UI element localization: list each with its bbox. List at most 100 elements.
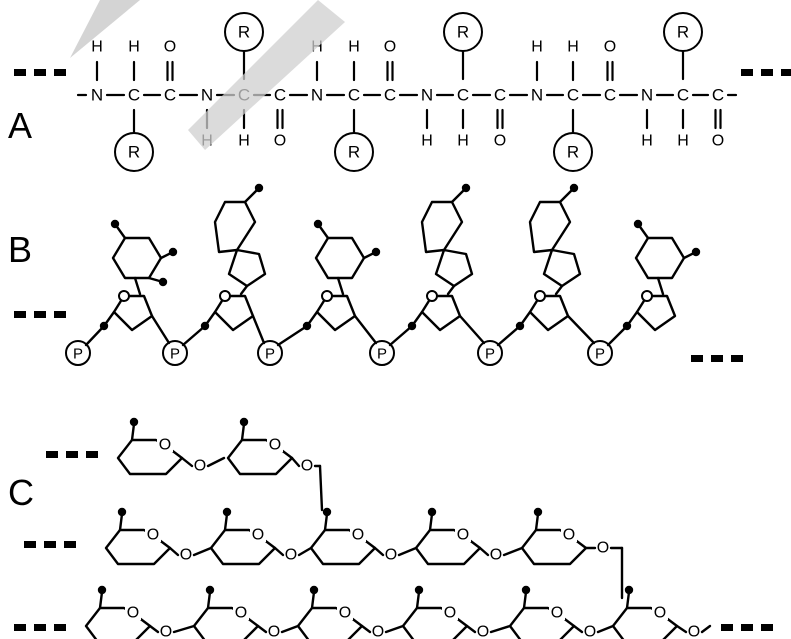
ring-oxygen-gap <box>337 604 353 620</box>
glycosidic-bond <box>168 546 180 557</box>
base-dot <box>691 247 701 257</box>
sugar-ring <box>213 294 255 332</box>
carbon-atom: C <box>348 86 360 105</box>
base-ring-imidazole <box>542 248 582 288</box>
hexose-ring <box>104 528 172 566</box>
ring-oxygen-dot <box>426 290 438 302</box>
base-ring-imidazole <box>434 248 474 288</box>
carbon-atom: C <box>457 86 469 105</box>
glycosidic-bond <box>256 624 268 634</box>
glycosidic-bond <box>206 456 226 468</box>
oxygen-atom: O <box>164 39 176 56</box>
backbone-bond <box>388 324 414 347</box>
phosphate-circle <box>162 340 188 366</box>
hexose-ring <box>209 528 277 566</box>
phosphate-label: P <box>170 346 180 363</box>
glycosidic-bond <box>446 284 456 296</box>
ring-oxygen-atom: O <box>252 527 264 544</box>
oxygen-atom: O <box>604 39 616 56</box>
ring-oxygen-dot <box>219 290 231 302</box>
glycosidic-bond <box>675 624 688 634</box>
backbone-bond <box>625 310 639 328</box>
ring-oxygen-gap <box>250 526 266 542</box>
side-chain-atom: R <box>457 23 469 42</box>
substituent-dot <box>129 417 139 427</box>
hydrogen-atom: H <box>567 39 579 56</box>
ring-oxygen-atom: O <box>444 605 456 622</box>
glycosidic-bond <box>273 546 285 557</box>
backbone-bond <box>410 310 424 328</box>
glycosidic-oxygen: O <box>301 458 313 475</box>
hexose-ring <box>226 438 294 476</box>
chain-continuation-left <box>14 69 66 76</box>
hydrogen-atom: H <box>91 39 103 56</box>
glycosidic-bond <box>360 624 372 634</box>
ring-oxygen-gap <box>549 604 565 620</box>
base-ring-pyrimidine <box>111 236 163 280</box>
ring-oxygen-atom: O <box>563 527 575 544</box>
carbon-atom: C <box>384 86 396 105</box>
oxygen-atom: O <box>494 133 506 150</box>
glycosidic-bond <box>572 624 584 634</box>
base-dot <box>158 277 168 287</box>
carbon-atom: C <box>604 86 616 105</box>
nitrogen-atom: N <box>421 86 433 105</box>
glycosidic-bond <box>239 284 249 296</box>
ring-substituent <box>415 590 421 610</box>
glycosidic-bond <box>502 546 524 557</box>
ring-substituent <box>428 512 434 532</box>
side-chain-atom: R <box>348 143 360 162</box>
ring-substituent <box>522 590 528 610</box>
ring-substituent <box>130 422 136 442</box>
glycosidic-bond <box>700 624 712 634</box>
chain-continuation-row3-left <box>14 624 66 631</box>
base-dot <box>254 183 264 193</box>
glycosidic-bond <box>465 624 477 634</box>
panel-c-label: C <box>8 472 34 513</box>
panel-a-peptide: A NCCNCCNCCNCCNCCNCCHHROHHROHHROHHROHHRO… <box>8 12 791 172</box>
side-chain-circle <box>334 132 374 172</box>
glycosidic-bond <box>297 546 313 557</box>
hydrogen-atom: H <box>457 133 469 150</box>
ring-oxygen-gap <box>267 436 283 452</box>
backbone-bond <box>251 314 266 345</box>
phosphate-circle <box>257 340 283 366</box>
ring-substituent <box>310 590 316 610</box>
ring-oxygen-gap <box>125 604 141 620</box>
backbone-bond <box>518 310 532 328</box>
carbon-atom: C <box>164 86 176 105</box>
hydrogen-atom: H <box>348 39 360 56</box>
hexose-ring <box>414 528 482 566</box>
ring-oxygen-gap <box>652 604 668 620</box>
side-chain-circle <box>114 132 154 172</box>
carbon-atom: C <box>677 86 689 105</box>
ring-substituent <box>625 590 631 610</box>
glycosidic-oxygen: O <box>490 547 502 564</box>
base-dot <box>168 247 178 257</box>
side-chain-atom: R <box>677 23 689 42</box>
hexose-ring <box>84 606 152 639</box>
base-ring-imidazole <box>227 248 267 288</box>
nitrogen-atom: N <box>531 86 543 105</box>
glycosidic-bond <box>192 546 213 557</box>
backbone-bond <box>102 310 116 328</box>
base-dot <box>110 219 120 229</box>
glycosidic-oxygen: O <box>597 540 609 557</box>
glycosidic-bond <box>172 624 196 634</box>
ring-oxygen-gap <box>442 604 458 620</box>
nitrogen-atom: N <box>311 86 323 105</box>
hexose-ring <box>508 606 576 639</box>
ring-oxygen-gap <box>350 526 366 542</box>
substituent-dot <box>322 507 332 517</box>
backbone-bond <box>84 324 106 347</box>
side-chain-circle <box>663 12 703 52</box>
backbone-bond <box>566 314 596 345</box>
glycosidic-oxygen: O <box>160 624 172 639</box>
substituent-dot <box>239 417 249 427</box>
hexose-ring <box>401 606 469 639</box>
ring-substituent <box>118 512 124 532</box>
base-dot <box>461 183 471 193</box>
backbone-bond <box>150 314 171 345</box>
